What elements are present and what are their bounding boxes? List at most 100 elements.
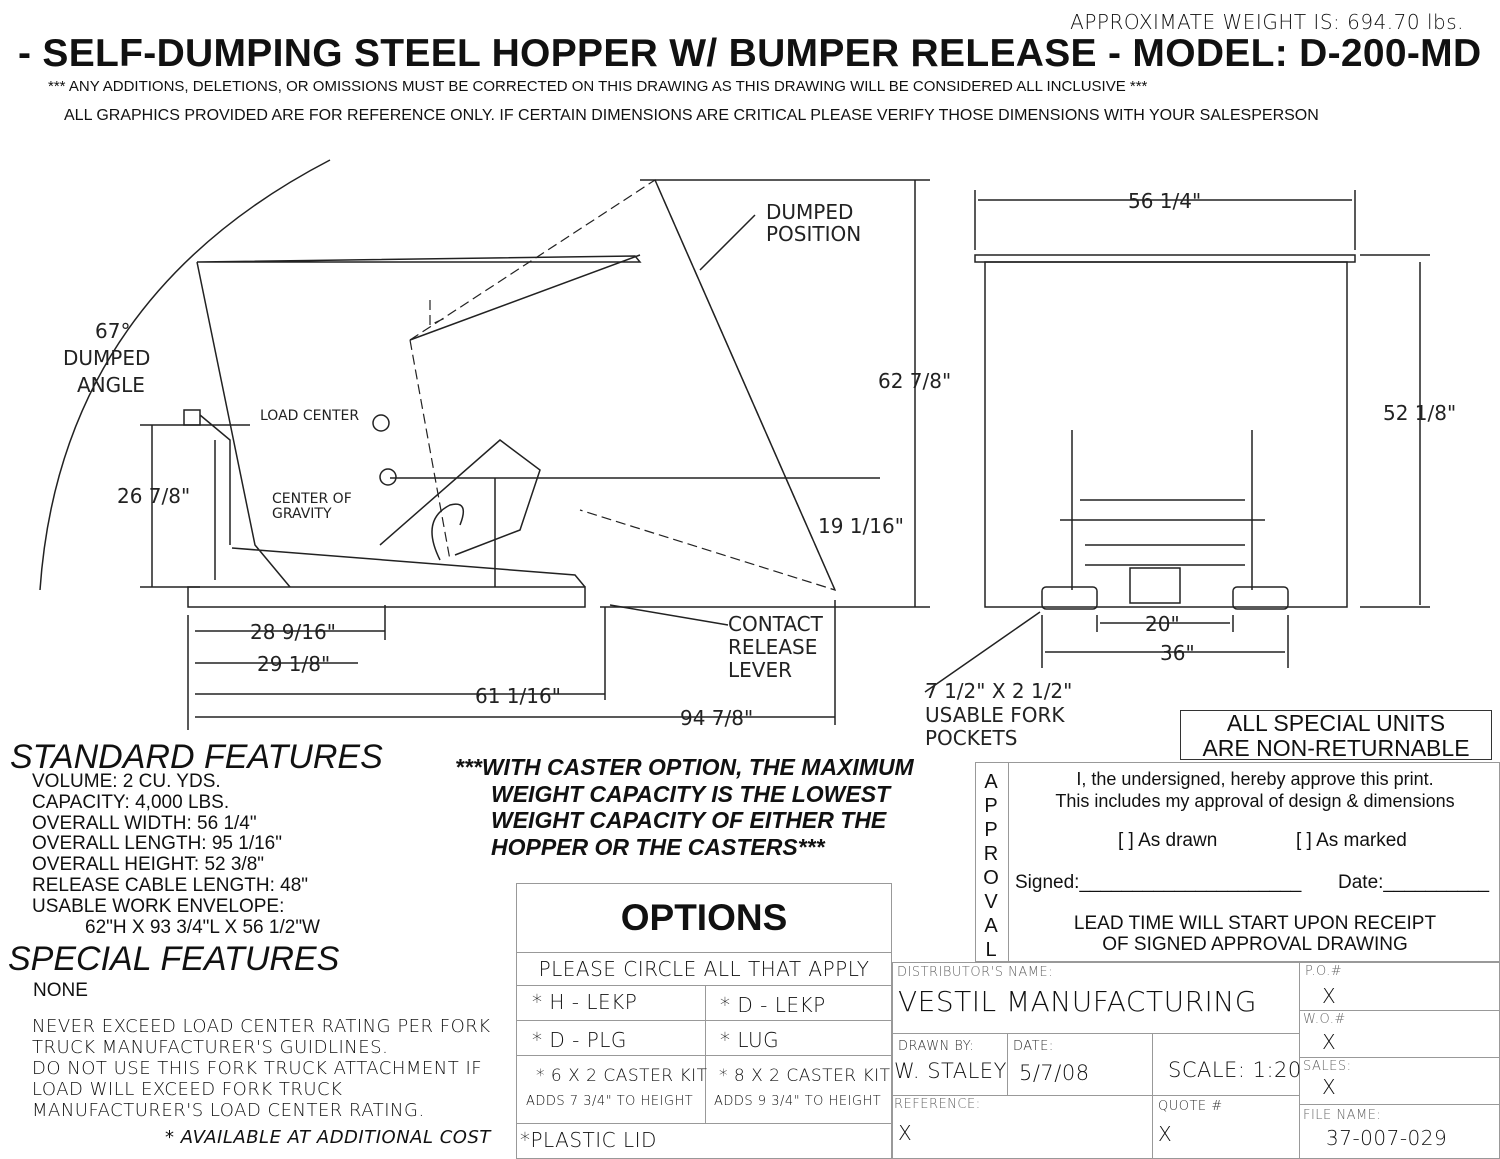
file-name-label: FILE NAME:: [1303, 1108, 1382, 1123]
sales-label: SALES:: [1303, 1059, 1352, 1074]
lead-time-line: OF SIGNED APPROVAL DRAWING: [1102, 934, 1408, 955]
reference-label: REFERENCE:: [894, 1097, 981, 1112]
approval-statement: I, the undersigned, hereby approve this …: [1010, 768, 1500, 812]
feature-item: OVERALL LENGTH: 95 1/16": [32, 833, 282, 855]
non-returnable-notice: ALL SPECIAL UNITS ARE NON-RETURNABLE: [1180, 710, 1492, 761]
caster-note: ***WITH CASTER OPTION, THE MAXIMUM WEIGH…: [455, 754, 914, 860]
date-label: DATE:: [1013, 1039, 1054, 1054]
reference-value: X: [898, 1121, 913, 1145]
option-plastic-lid[interactable]: *PLASTIC LID: [520, 1128, 657, 1152]
divider: [1007, 1033, 1008, 1095]
dimension-fork-outer: 36": [1160, 641, 1195, 665]
wo-label: W.O.#: [1303, 1012, 1346, 1027]
option-8x2-note: ADDS 9 3/4" TO HEIGHT: [714, 1094, 882, 1109]
approximate-weight: APPROXIMATE WEIGHT IS: 694.70 lbs.: [1070, 10, 1464, 34]
quote-label: QUOTE #: [1158, 1099, 1223, 1114]
as-marked-checkbox[interactable]: [ ] As marked: [1296, 830, 1407, 851]
dimension-fork-spacing: 20": [1145, 612, 1180, 636]
notice-line: ALL SPECIAL UNITS: [1226, 710, 1446, 736]
caster-note-line: ***WITH CASTER OPTION, THE MAXIMUM: [455, 754, 914, 780]
lead-time-note: LEAD TIME WILL START UPON RECEIPT OF SIG…: [1010, 913, 1500, 955]
approval-date-field[interactable]: Date:__________: [1338, 872, 1490, 893]
approval-vertical-label: APPROVAL: [983, 771, 999, 961]
approval-line: I, the undersigned, hereby approve this …: [1076, 769, 1434, 789]
warning-line: MANUFACTURER'S LOAD CENTER RATING.: [32, 1100, 425, 1121]
dimension-dumped-height: 62 7/8": [878, 369, 951, 393]
divider: [516, 952, 892, 953]
dimension-61: 61 1/16": [475, 684, 561, 708]
divider: [892, 1095, 1299, 1096]
center-of-gravity-label: GRAVITY: [272, 506, 332, 522]
warning-line: LOAD WILL EXCEED FORK TRUCK: [32, 1079, 343, 1100]
option-6x2-caster[interactable]: * 6 X 2 CASTER KIT: [536, 1066, 708, 1086]
feature-item: VOLUME: 2 CU. YDS.: [32, 771, 221, 792]
fork-pocket-label: POCKETS: [925, 726, 1017, 750]
quote-value: X: [1158, 1122, 1173, 1146]
additional-cost-note: * AVAILABLE AT ADDITIONAL COST: [165, 1127, 491, 1148]
po-label: P.O.#: [1305, 964, 1343, 979]
divider: [1299, 962, 1300, 1159]
approval-line: This includes my approval of design & di…: [1055, 791, 1455, 811]
fork-pocket-label: 7 1/2" X 2 1/2": [925, 679, 1072, 703]
sales-value: X: [1322, 1075, 1337, 1099]
inclusive-note: *** ANY ADDITIONS, DELETIONS, OR OMISSIO…: [48, 78, 1148, 95]
front-view: 56 1/4" 52 1/8" 20" 36" 7 1/2" X 2 1/2" …: [924, 189, 1456, 750]
warning-line: TRUCK MANUFACTURER'S GUIDLINES.: [32, 1037, 389, 1058]
feature-item: USABLE WORK ENVELOPE:: [32, 895, 285, 917]
warning-line: DO NOT USE THIS FORK TRUCK ATTACHMENT IF: [32, 1058, 483, 1079]
date-value: 5/7/08: [1019, 1061, 1090, 1085]
divider: [516, 1020, 892, 1021]
caster-note-line: HOPPER OR THE CASTERS***: [491, 833, 825, 860]
dumped-angle-label: DUMPED: [63, 346, 150, 370]
release-lever-label: RELEASE: [728, 635, 817, 659]
center-of-gravity-label: CENTER OF: [272, 491, 352, 507]
dumped-angle-label: ANGLE: [77, 373, 145, 397]
special-features-heading: SPECIAL FEATURES: [8, 940, 340, 978]
feature-item: OVERALL WIDTH: 56 1/4": [32, 812, 257, 834]
dimension-19: 19 1/16": [818, 514, 904, 538]
special-features-value: NONE: [33, 980, 88, 1001]
option-h-lekp[interactable]: * H - LEKP: [532, 990, 638, 1014]
safety-warnings: NEVER EXCEED LOAD CENTER RATING PER FORK…: [32, 1016, 491, 1121]
caster-note-line: WEIGHT CAPACITY OF EITHER THE: [491, 807, 887, 833]
fork-pocket-label: USABLE FORK: [925, 703, 1065, 727]
file-name-value: 37-007-029: [1326, 1126, 1448, 1150]
drawing-title: - SELF-DUMPING STEEL HOPPER W/ BUMPER RE…: [18, 32, 1482, 75]
option-6x2-note: ADDS 7 3/4" TO HEIGHT: [526, 1094, 694, 1109]
notice-line: ARE NON-RETURNABLE: [1202, 735, 1470, 761]
option-8x2-caster[interactable]: * 8 X 2 CASTER KIT: [719, 1066, 891, 1086]
release-lever-label: LEVER: [728, 658, 792, 682]
divider: [892, 1033, 1299, 1034]
option-d-lekp[interactable]: * D - LEKP: [720, 993, 826, 1017]
load-center-label: LOAD CENTER: [260, 408, 359, 424]
divider: [705, 985, 706, 1123]
dimension-width: 56 1/4": [1128, 189, 1201, 213]
drawn-by-label: DRAWN BY:: [898, 1039, 975, 1054]
feature-item: RELEASE CABLE LENGTH: 48": [32, 874, 309, 896]
side-view: 67° DUMPED ANGLE LOAD CENTER CENTER OF G…: [39, 159, 951, 730]
divider: [1299, 1010, 1500, 1011]
feature-item: CAPACITY: 4,000 LBS.: [32, 791, 230, 813]
option-lug[interactable]: * LUG: [720, 1028, 780, 1052]
dimension-29: 29 1/8": [257, 652, 330, 676]
option-d-plg[interactable]: * D - PLG: [532, 1028, 627, 1052]
divider: [516, 1055, 892, 1056]
dimension-28: 28 9/16": [250, 620, 336, 644]
as-drawn-checkbox[interactable]: [ ] As drawn: [1118, 830, 1218, 851]
dimension-height: 52 1/8": [1383, 401, 1456, 425]
reference-note: ALL GRAPHICS PROVIDED ARE FOR REFERENCE …: [64, 107, 1319, 124]
divider: [1152, 1033, 1153, 1159]
caster-note-line: WEIGHT CAPACITY IS THE LOWEST: [491, 780, 891, 807]
feature-item: 62"H X 93 3/4"L X 56 1/2"W: [85, 916, 320, 938]
divider: [1299, 1057, 1500, 1058]
po-value: X: [1322, 984, 1337, 1008]
distributor-label: DISTRIBUTOR'S NAME:: [897, 965, 1054, 980]
signature-field[interactable]: Signed:_____________________: [1015, 872, 1302, 893]
feature-item: OVERALL HEIGHT: 52 3/8": [32, 854, 265, 876]
release-lever-label: CONTACT: [728, 612, 824, 636]
scale-value: SCALE: 1:20: [1168, 1058, 1302, 1082]
warning-line: NEVER EXCEED LOAD CENTER RATING PER FORK: [32, 1016, 491, 1037]
dimension-load-height: 26 7/8": [117, 484, 190, 508]
divider: [516, 1123, 892, 1124]
wo-value: X: [1322, 1030, 1337, 1054]
